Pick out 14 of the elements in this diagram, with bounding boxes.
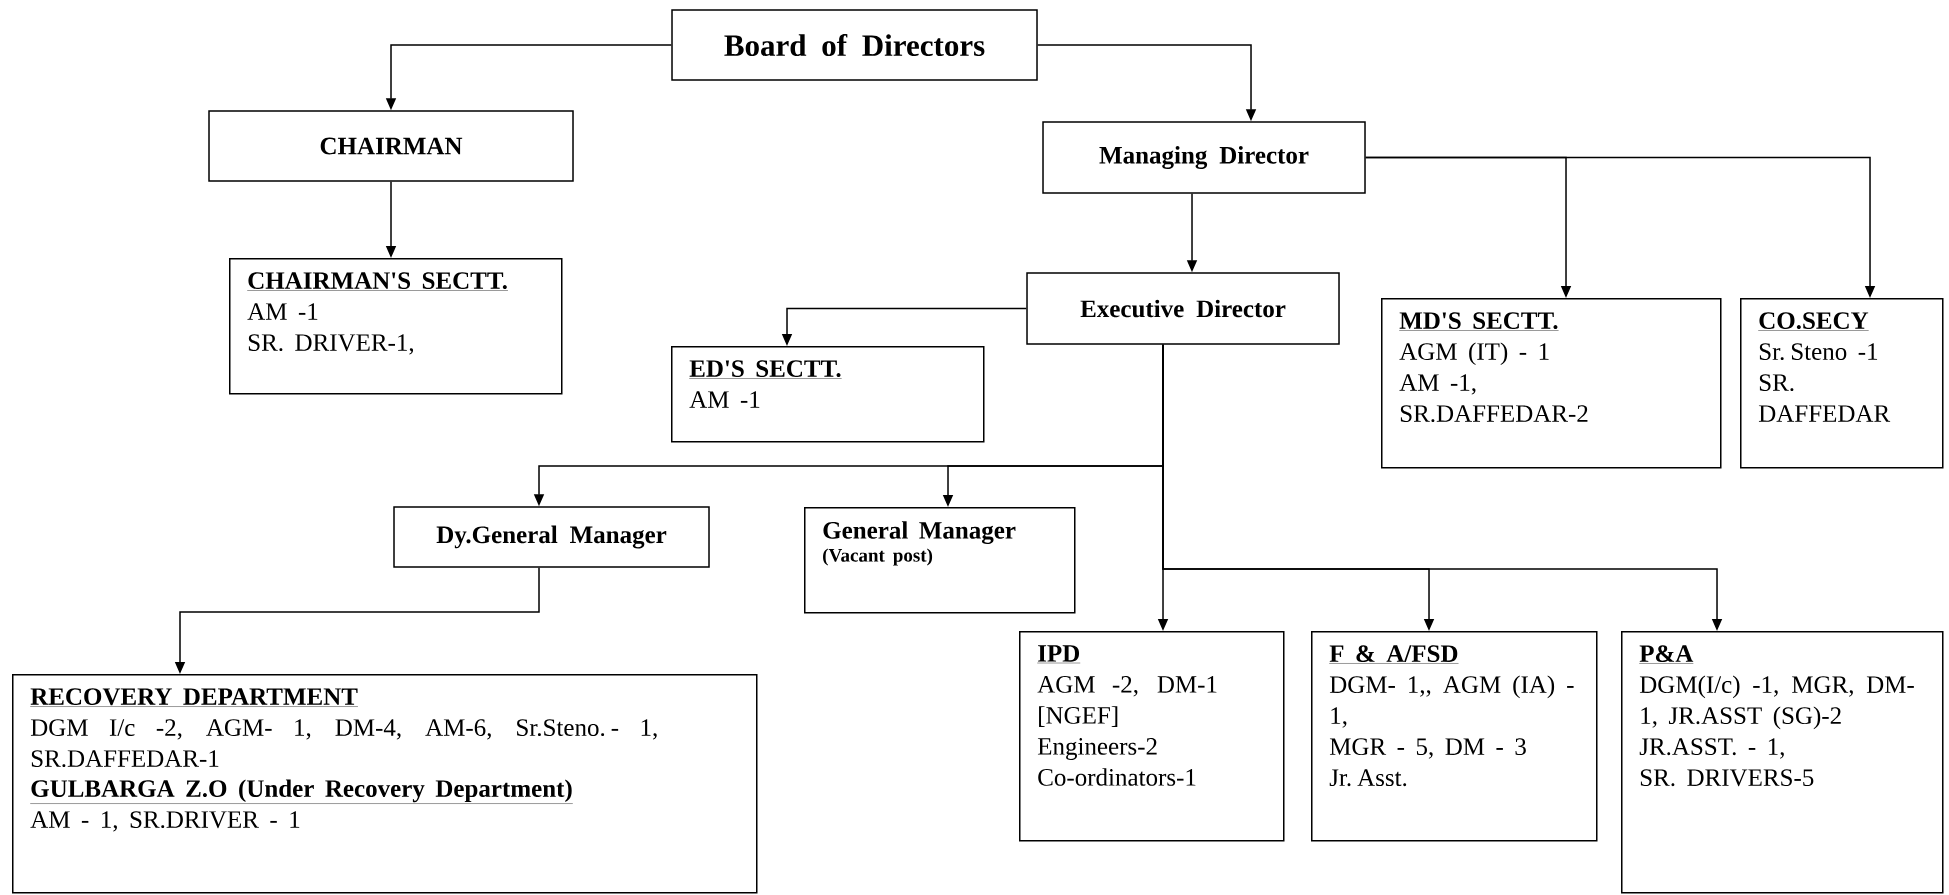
department-box: RECOVERY DEPARTMENT DGM I/c -2, AGM- 1, DM-4, AM-6, Sr.Steno. - 1, SR.DAFFEDAR-1 GULBARGA Z.O (Under Recovery Department) AM - 1, SR.DRIVER - 1 bbox=[12, 674, 758, 894]
department-box: ED'S SECTT. AM -1 bbox=[671, 346, 985, 443]
position-box: Board of Directors bbox=[671, 9, 1038, 81]
department-box: CO.SECY Sr. Steno -1 SR. DAFFEDAR bbox=[1740, 298, 1944, 469]
department-box: F & A/FSD DGM- 1,, AGM (IA) -1, MGR - 5, DM - 3 Jr. Asst. bbox=[1311, 631, 1598, 842]
department-box: IPD AGM -2, DM-1 [NGEF] Engineers-2 Co-ordinators-1 bbox=[1019, 631, 1285, 842]
department-box: P&A DGM(I/c) -1, MGR, DM-1, JR.ASST (SG)-2 JR.ASST. - 1, SR. DRIVERS-5 bbox=[1621, 631, 1944, 894]
department-box: CHAIRMAN'S SECTT. AM -1 SR. DRIVER-1, bbox=[229, 258, 563, 395]
position-box: CHAIRMAN bbox=[208, 110, 574, 182]
position-box: Dy.General Manager bbox=[393, 506, 710, 568]
department-box: General Manager (Vacant post) bbox=[804, 507, 1076, 614]
position-box: Executive Director bbox=[1026, 272, 1340, 345]
position-box: Managing Director bbox=[1042, 121, 1366, 194]
department-box: MD'S SECTT. AGM (IT) - 1 AM -1, SR.DAFFEDAR-2 bbox=[1381, 298, 1722, 469]
